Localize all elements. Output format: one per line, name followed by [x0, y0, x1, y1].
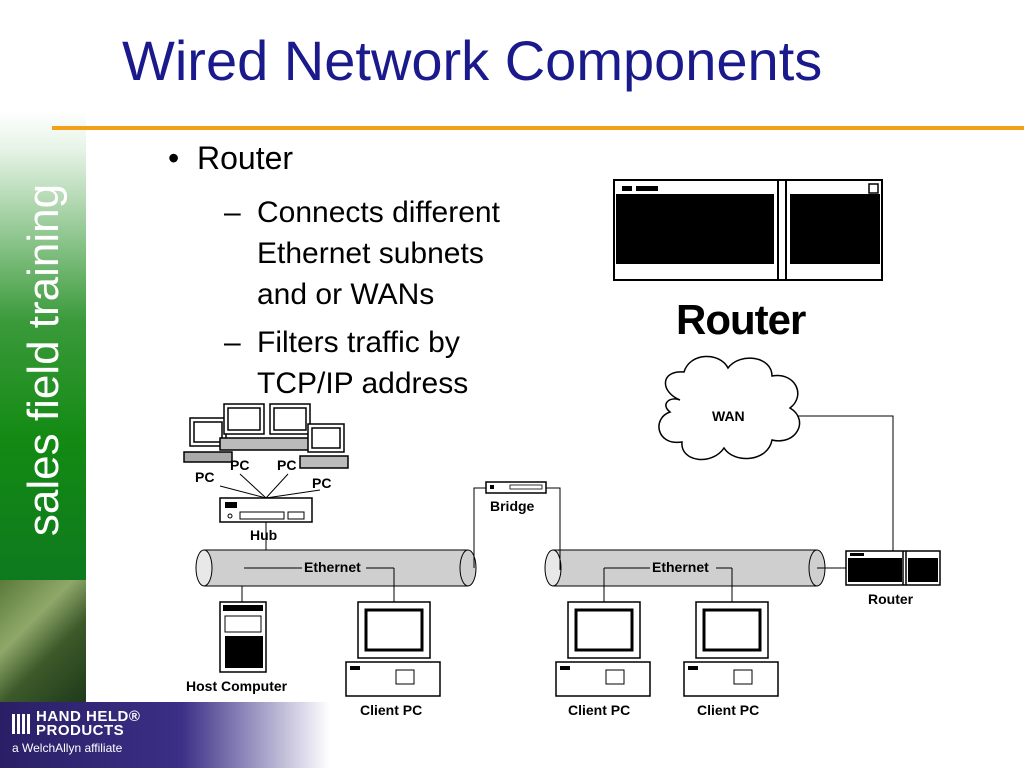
bullet-dot: • — [168, 140, 197, 176]
router-large-icon — [613, 179, 883, 281]
sub-bullet-dash: – — [224, 196, 241, 229]
product-photo — [0, 580, 86, 702]
logo-affiliate-text: a WelchAllyn affiliate — [12, 741, 123, 755]
client-pc-icon — [683, 568, 779, 697]
slide-title: Wired Network Components — [122, 29, 823, 92]
sidebar-band — [0, 110, 86, 580]
ethernet-label-right: Ethernet — [652, 559, 709, 575]
bridge-link-left — [473, 487, 486, 568]
bullet-router: • Router — [168, 140, 293, 177]
router-small-icon — [845, 550, 941, 586]
pc-label: PC — [277, 457, 296, 473]
hub-links — [219, 473, 321, 499]
title-rule — [52, 126, 1024, 130]
client-pc-icon — [555, 568, 651, 697]
client-label: Client PC — [568, 702, 630, 718]
hhp-logo-mark-icon — [12, 714, 30, 734]
client-label: Client PC — [697, 702, 759, 718]
client-pc-icon — [345, 568, 441, 697]
sub-bullet-dash: – — [224, 326, 241, 359]
sub-bullet-line: and or WANs — [257, 278, 435, 311]
sub-bullet-line: Filters traffic by — [257, 326, 460, 359]
pc-label: PC — [195, 469, 214, 485]
logo-text-line2: PRODUCTS — [36, 722, 125, 739]
pc-cluster-icon — [183, 403, 349, 469]
wan-label: WAN — [712, 408, 745, 424]
sub-bullet-line: Ethernet subnets — [257, 237, 484, 270]
host-computer-icon — [219, 601, 267, 673]
bridge-link-right — [546, 487, 561, 570]
ethernet-cable-right — [544, 549, 826, 587]
router-caption: Router — [676, 296, 806, 343]
bullet-text: Router — [196, 140, 294, 176]
wan-cloud-icon — [658, 355, 801, 461]
router-label: Router — [868, 591, 914, 607]
sub-bullet-line: Connects different — [257, 196, 500, 229]
pc-label: PC — [312, 475, 331, 491]
client-label: Client PC — [360, 702, 422, 718]
hub-label: Hub — [250, 527, 277, 543]
logo-band — [0, 702, 330, 768]
host-label: Host Computer — [186, 678, 288, 694]
ethernet-label-left: Ethernet — [304, 559, 361, 575]
wan-link-line — [798, 415, 894, 552]
hub-icon — [219, 497, 313, 523]
pc-label: PC — [230, 457, 249, 473]
sub-bullet-line: TCP/IP address — [257, 367, 469, 400]
logo-text-line1: HAND HELD® — [36, 708, 141, 725]
bridge-icon — [485, 481, 547, 494]
bridge-label: Bridge — [490, 498, 535, 514]
